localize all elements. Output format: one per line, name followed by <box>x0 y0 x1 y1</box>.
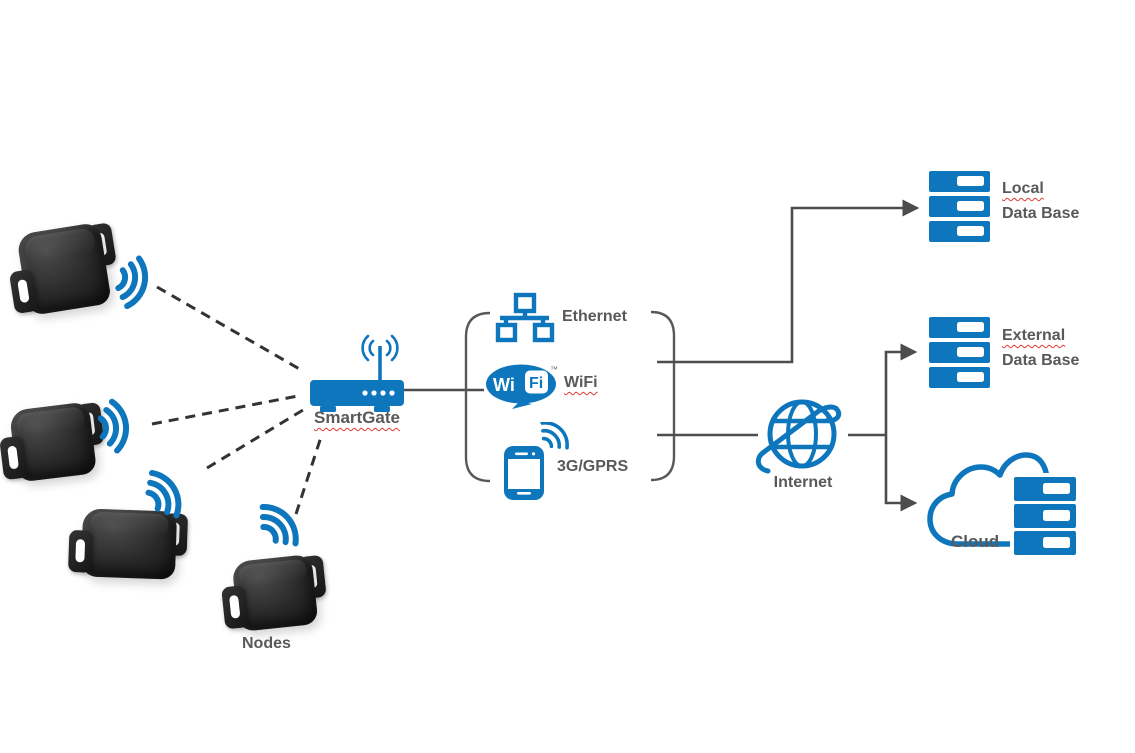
server-bar <box>929 342 990 363</box>
wifi-signal-icon <box>90 395 142 457</box>
sensor-node-2 <box>0 401 105 483</box>
dashed-link-node4 <box>294 436 323 515</box>
link-to-local-db <box>657 199 920 364</box>
server-bar <box>929 367 990 388</box>
server-stack-icon-external <box>929 317 990 392</box>
globe-icon <box>755 399 842 474</box>
ethernet-network-icon <box>495 292 555 343</box>
server-bar <box>929 221 990 242</box>
link-to-external-db <box>884 343 918 435</box>
server-bar <box>1014 504 1076 528</box>
external-db-label: External Data Base <box>1002 323 1079 373</box>
internet-label: Internet <box>773 474 833 491</box>
globe-orbit-swoosh <box>755 404 842 474</box>
server-stack-icon-cloud <box>1010 473 1080 562</box>
local-db-label: Local Data Base <box>1002 176 1079 226</box>
smartphone-icon <box>504 422 569 500</box>
nodes-label: Nodes <box>242 635 291 652</box>
external-db-label-line1: External <box>1002 327 1066 344</box>
phone-signal <box>540 422 569 450</box>
router-icon <box>310 334 404 412</box>
node-mount-tab <box>0 435 29 481</box>
link-to-cloud <box>884 435 918 512</box>
node-mount-tab <box>67 529 94 573</box>
cloud-label: Cloud <box>951 532 1000 551</box>
dashed-link-node1 <box>156 285 304 373</box>
server-bar <box>1014 477 1076 501</box>
svg-text:Wi: Wi <box>493 375 515 395</box>
external-db-label-line2: Data Base <box>1002 352 1080 369</box>
sensor-node-4 <box>221 554 327 632</box>
router-antenna-signal <box>361 334 399 362</box>
sensor-node-1 <box>8 221 117 317</box>
bracket-right <box>650 310 676 482</box>
local-db-label-line2: Data Base <box>1002 205 1080 222</box>
svg-text:Fi: Fi <box>529 375 543 392</box>
gateway-label: SmartGate <box>314 408 400 427</box>
server-bar <box>929 317 990 338</box>
wifi-logo-icon: Wi Fi ™ <box>486 364 558 409</box>
cellular-label: 3G/GPRS <box>557 458 629 475</box>
svg-text:™: ™ <box>550 365 558 374</box>
wifi-label: WiFi <box>564 374 598 391</box>
dashed-link-node3 <box>206 405 309 470</box>
server-bar <box>929 196 990 217</box>
ethernet-label: Ethernet <box>562 308 627 325</box>
server-stack-icon-local <box>929 171 990 246</box>
dashed-link-node2 <box>151 394 299 426</box>
server-bar <box>1014 531 1076 555</box>
node-mount-tab <box>221 585 250 630</box>
local-db-label-line1: Local <box>1002 180 1044 197</box>
wifi-signal-icon <box>244 487 317 561</box>
server-bar <box>929 171 990 192</box>
